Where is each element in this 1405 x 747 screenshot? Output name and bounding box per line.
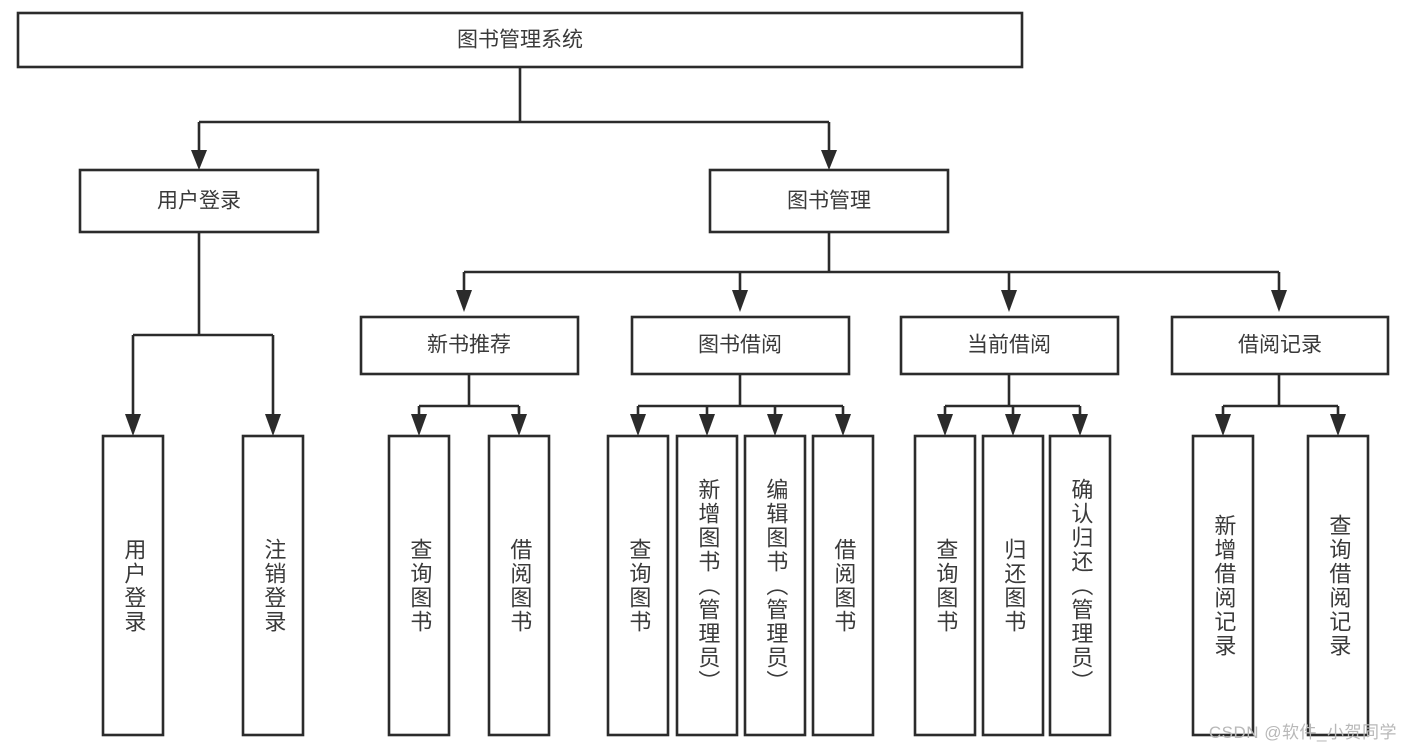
node-user-login[interactable]: 用户登录 bbox=[78, 168, 320, 234]
node-current-borrow-label: 当前借阅 bbox=[967, 334, 1051, 357]
connector-borrow-record-to-leaves bbox=[1215, 374, 1346, 436]
leaf-box-bookborrow-add[interactable] bbox=[675, 434, 739, 737]
node-borrow-record-label: 借阅记录 bbox=[1238, 334, 1322, 357]
leaf-box-currentborrow-query[interactable] bbox=[913, 434, 977, 737]
node-book-borrow-label: 图书借阅 bbox=[698, 334, 782, 357]
node-current-borrow[interactable]: 当前借阅 bbox=[899, 315, 1120, 376]
leaf-box-record-add[interactable] bbox=[1191, 434, 1255, 737]
node-borrow-record[interactable]: 借阅记录 bbox=[1170, 315, 1390, 376]
leaf-box-newbook-borrow[interactable] bbox=[487, 434, 551, 737]
leaf-box-user-login-login[interactable] bbox=[101, 434, 165, 737]
leaf-box-user-login-logout[interactable] bbox=[241, 434, 305, 737]
connector-user-login-to-leaves bbox=[125, 232, 281, 436]
node-book-management[interactable]: 图书管理 bbox=[708, 168, 950, 234]
node-user-login-label: 用户登录 bbox=[157, 190, 241, 213]
leaf-box-bookborrow-edit[interactable] bbox=[743, 434, 807, 737]
connector-root-to-level2 bbox=[191, 67, 837, 170]
leaf-box-record-query[interactable] bbox=[1306, 434, 1370, 737]
connector-book-borrow-to-leaves bbox=[630, 374, 851, 436]
node-book-borrow[interactable]: 图书借阅 bbox=[630, 315, 851, 376]
connector-current-borrow-to-leaves bbox=[937, 374, 1088, 436]
connector-new-book-to-leaves bbox=[411, 374, 527, 436]
node-root-label: 图书管理系统 bbox=[457, 29, 583, 52]
node-root-system[interactable]: 图书管理系统 bbox=[16, 11, 1024, 69]
node-new-book-recommend-label: 新书推荐 bbox=[427, 334, 511, 357]
node-new-book-recommend[interactable]: 新书推荐 bbox=[359, 315, 580, 376]
leaf-box-newbook-query[interactable] bbox=[387, 434, 451, 737]
leaf-box-bookborrow-borrow[interactable] bbox=[811, 434, 875, 737]
leaf-box-currentborrow-confirm[interactable] bbox=[1048, 434, 1112, 737]
connector-book-mgmt-to-level3 bbox=[456, 232, 1287, 312]
leaf-box-currentborrow-return[interactable] bbox=[981, 434, 1045, 737]
csdn-watermark: CSDN @软件_小贺同学 bbox=[1208, 723, 1397, 742]
node-book-management-label: 图书管理 bbox=[787, 190, 871, 213]
leaf-box-bookborrow-query[interactable] bbox=[606, 434, 670, 737]
